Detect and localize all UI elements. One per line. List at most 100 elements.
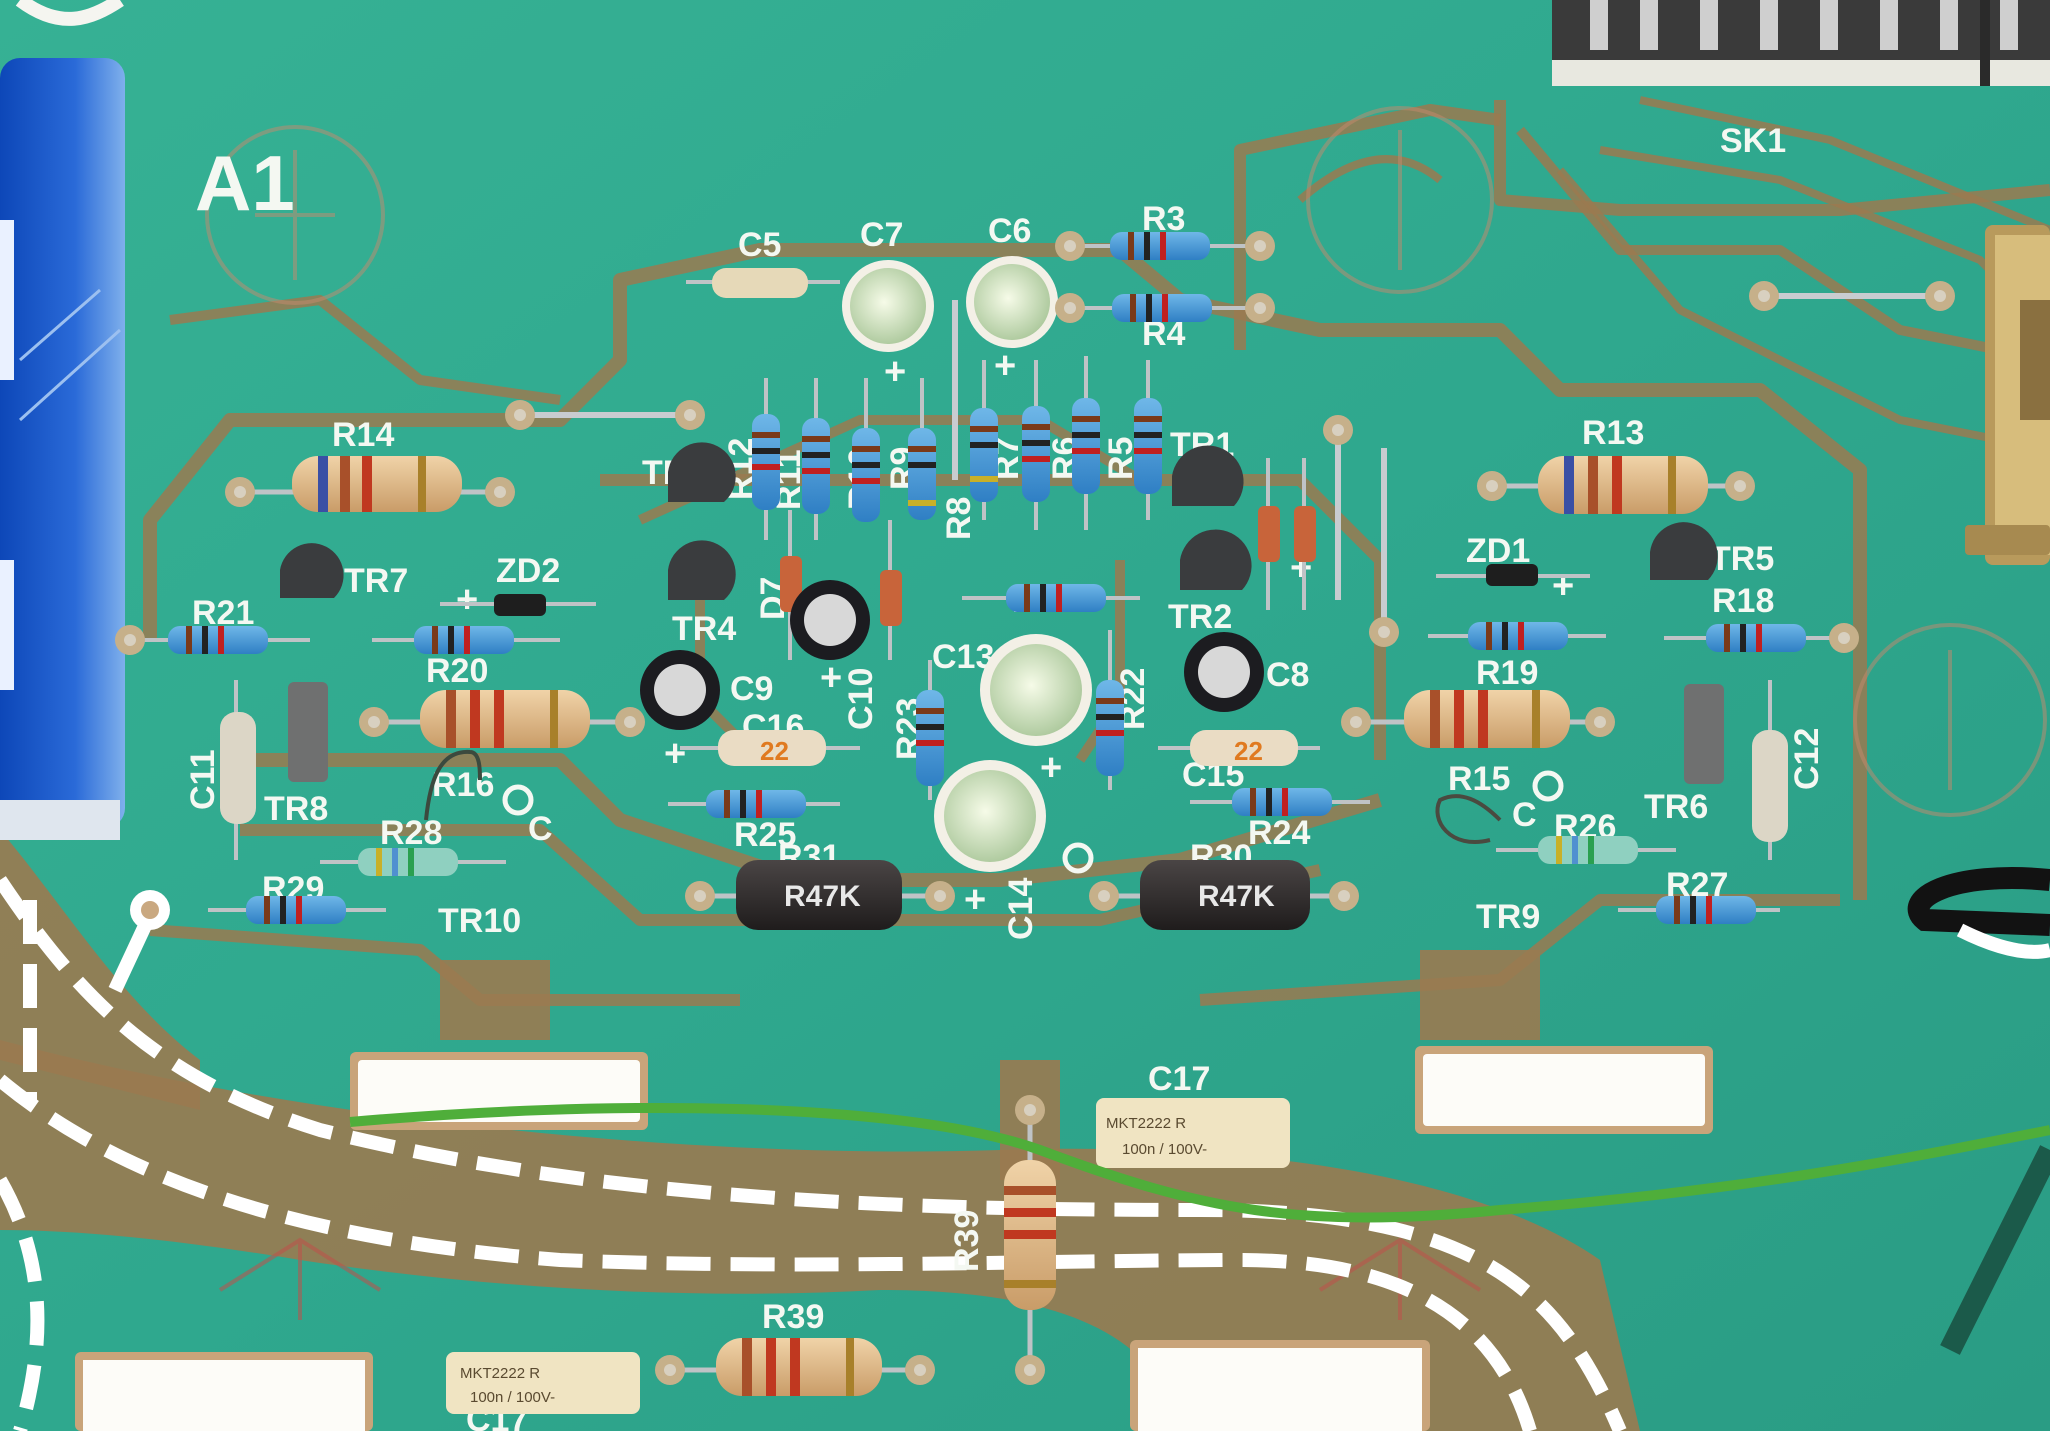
label-r24: R24 — [1248, 814, 1310, 852]
resistor-r22 — [1096, 630, 1124, 790]
label-zd1: ZD1 — [1466, 532, 1530, 570]
label-c17-top: C17 — [1148, 1060, 1210, 1098]
capacitor-c7 — [842, 260, 934, 352]
board-slots — [75, 1046, 1713, 1431]
svg-text:+: + — [964, 879, 986, 921]
ghost-markings — [205, 106, 2047, 817]
vertical-resistors — [752, 356, 1162, 800]
resistor-r8 — [970, 360, 998, 520]
capacitor-c9 — [640, 650, 720, 730]
transistor-tr3 — [668, 442, 736, 502]
connector-sk1 — [1552, 0, 2050, 86]
mount-loop — [108, 890, 170, 993]
label-c7: C7 — [860, 216, 903, 254]
label-r21: R21 — [192, 594, 254, 632]
film-cap-c17-top: MKT2222 R 100n / 100V- — [1096, 1098, 1290, 1168]
svg-text:+: + — [1552, 565, 1574, 607]
r30-value-marking: R47K — [1198, 880, 1275, 913]
black-resistor-r31: R47K — [700, 860, 940, 930]
testpoint-center — [1062, 842, 1094, 874]
resistor-r23 — [916, 660, 944, 800]
diode-d8 — [880, 520, 902, 660]
resistor-r19-small — [1428, 622, 1606, 650]
label-r39-vertical: R39 — [948, 1210, 986, 1272]
diode-d7 — [780, 510, 802, 660]
black-wire — [1907, 867, 2050, 936]
c17-top-submarking: 100n / 100V- — [1122, 1141, 1207, 1158]
ground-dash-lines — [0, 876, 1627, 1431]
resistor-r27 — [1618, 896, 1780, 924]
black-resistor-r30: R47K — [1104, 860, 1344, 930]
label-c9: C9 — [730, 670, 773, 708]
label-r28: R28 — [380, 814, 442, 852]
label-r20: R20 — [426, 652, 488, 690]
label-zd2: ZD2 — [496, 552, 560, 590]
c16-marking: 22 — [760, 736, 789, 766]
transistor-tr8 — [288, 682, 328, 782]
capacitor-c10 — [790, 580, 870, 660]
resistor-r3 — [1070, 232, 1260, 260]
capacitor-c8 — [1184, 632, 1264, 712]
capacitor-c5 — [686, 268, 840, 298]
resistor-r21 — [130, 626, 310, 654]
zener-zd2 — [440, 594, 596, 616]
label-c-left: C — [528, 810, 553, 848]
label-tr7: TR7 — [344, 562, 408, 600]
label-c14: C14 — [1002, 878, 1040, 940]
bent-lead-right — [1435, 794, 1502, 844]
resistor-r6 — [1072, 356, 1100, 530]
bent-lead-left — [424, 749, 482, 821]
resistor-r11 — [802, 378, 830, 540]
dark-green-wire — [1940, 1145, 2050, 1355]
transistor-tr4 — [668, 540, 736, 600]
resistor-r26 — [1496, 836, 1676, 864]
testpoint-c-right — [1532, 770, 1564, 802]
resistor-r4 — [1070, 294, 1260, 322]
label-r39: R39 — [762, 1298, 824, 1336]
zener-zd1 — [1436, 564, 1590, 586]
label-r16: R16 — [432, 766, 494, 804]
c17-top-marking: MKT2222 R — [1106, 1115, 1186, 1132]
capacitor-c16: 22 — [680, 730, 860, 766]
label-r14: R14 — [332, 416, 394, 454]
label-tr6: TR6 — [1644, 788, 1708, 826]
small-resistors — [130, 232, 1844, 924]
brass-jack — [1965, 225, 2050, 565]
resistor-r39-vertical — [1004, 1110, 1056, 1370]
svg-text:+: + — [664, 733, 686, 775]
small-caps-diodes: 22 22 — [220, 268, 1788, 860]
board-id-label: A1 — [195, 139, 295, 227]
polarity-marks: + + + + + + + + + — [456, 345, 1574, 921]
svg-text:+: + — [884, 351, 906, 393]
white-wire — [1956, 923, 2050, 959]
svg-text:+: + — [456, 579, 478, 621]
film-cap-c17-bottom: MKT2222 R 100n / 100V- — [446, 1352, 640, 1414]
c17-bottom-submarking: 100n / 100V- — [470, 1389, 555, 1406]
label-c5: C5 — [738, 226, 781, 264]
label-r25: R25 — [734, 816, 796, 854]
transistor-tr5 — [1650, 522, 1718, 580]
c17-bottom-marking: MKT2222 R — [460, 1365, 540, 1382]
label-tr2: TR2 — [1168, 598, 1232, 636]
label-r15: R15 — [1448, 760, 1510, 798]
capacitor-c15: 22 — [1158, 730, 1320, 766]
resistor-r39 — [670, 1338, 920, 1396]
resistor-r10 — [852, 378, 880, 522]
label-tr9: TR9 — [1476, 898, 1540, 936]
resistor-r20-small — [372, 626, 560, 654]
capacitor-c6 — [966, 256, 1058, 348]
transistors — [280, 442, 1724, 784]
resistor-r25 — [668, 790, 840, 818]
green-wire — [349, 1102, 2050, 1223]
resistor-r7 — [1022, 360, 1050, 530]
resistor-r19 — [1356, 690, 1600, 748]
capacitor-c14 — [934, 760, 1046, 872]
testpoint-c-left — [502, 784, 534, 816]
transistor-tr1 — [1172, 445, 1244, 506]
label-sk1: SK1 — [1720, 122, 1786, 160]
electrolytic-caps — [640, 256, 1264, 872]
diode-d2 — [1294, 458, 1316, 610]
label-r18: R18 — [1712, 582, 1774, 620]
wire-links — [520, 293, 1940, 632]
label-r3: R3 — [1142, 200, 1185, 238]
